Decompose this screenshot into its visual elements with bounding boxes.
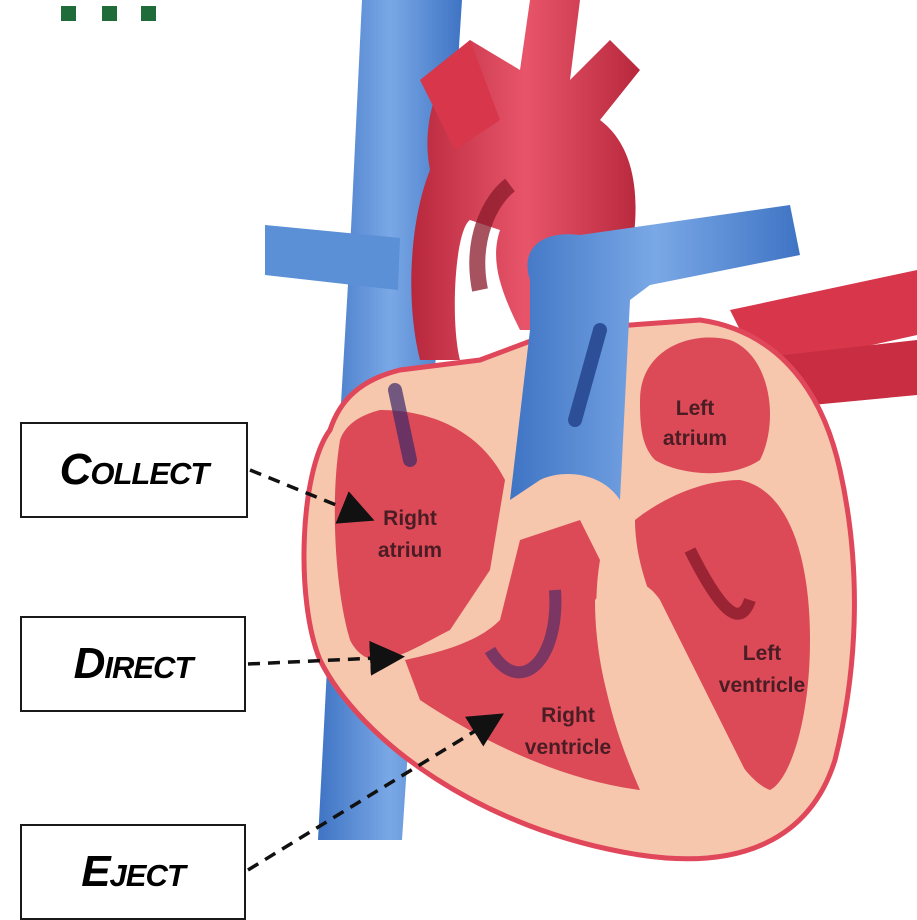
callout-eject: Eject bbox=[20, 824, 246, 920]
label-left-atrium-1: Left bbox=[676, 397, 715, 420]
callout-direct: Direct bbox=[20, 616, 246, 712]
label-right-ventricle-1: Right bbox=[541, 704, 595, 727]
label-left-ventricle-2: ventricle bbox=[719, 674, 805, 697]
label-right-atrium-2: atrium bbox=[378, 539, 442, 562]
callout-direct-text: Direct bbox=[74, 639, 193, 689]
callout-eject-text: Eject bbox=[81, 847, 185, 897]
callout-collect-text: Collect bbox=[60, 445, 209, 495]
callout-collect: Collect bbox=[20, 422, 248, 518]
label-left-atrium-2: atrium bbox=[663, 427, 727, 450]
label-right-atrium-1: Right bbox=[383, 507, 437, 530]
label-left-ventricle-1: Left bbox=[743, 642, 782, 665]
label-right-ventricle-2: ventricle bbox=[525, 736, 611, 759]
